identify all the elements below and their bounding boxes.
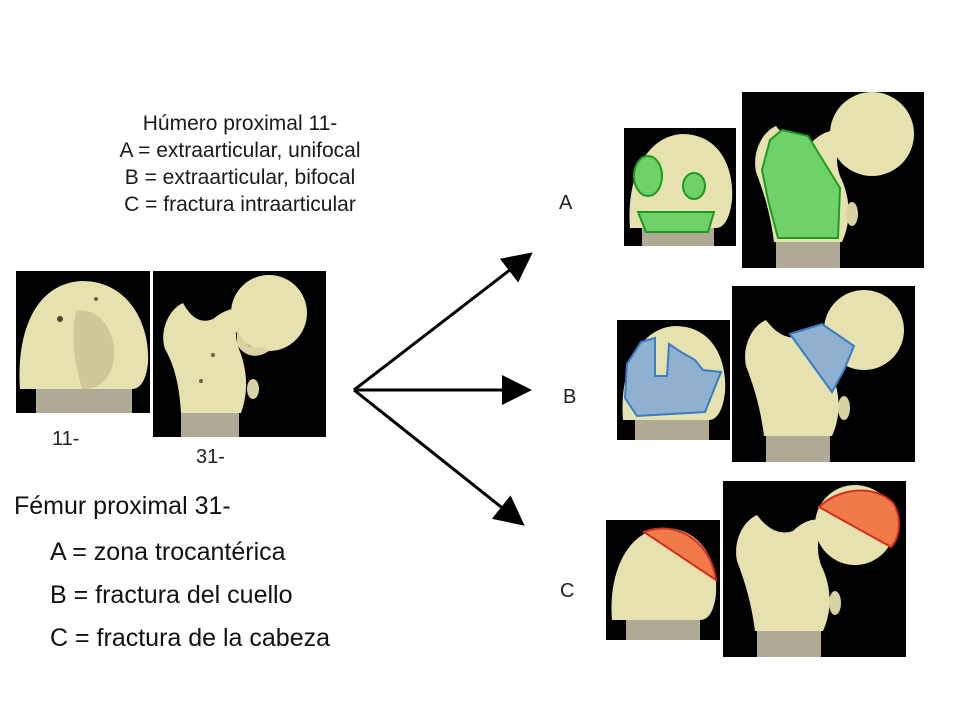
humerus-type-b-image [617, 320, 730, 440]
humerus-type-a-image [624, 128, 736, 246]
arrow-to-c [353, 388, 525, 526]
humerus-class-a: A = extraarticular, unifocal [119, 139, 361, 162]
humerus-code-label: 11- [52, 428, 80, 450]
femur-title: Fémur proximal 31- [14, 492, 231, 520]
humerus-title: Húmero proximal 11- [142, 112, 338, 135]
femur-code-label: 31- [196, 446, 225, 468]
femur-type-a-image [742, 92, 924, 268]
femur-type-c-image [723, 481, 906, 657]
femur-class-b: B = fractura del cuello [50, 581, 293, 609]
class-label-c: C [560, 580, 575, 602]
humerus-class-c: C = fractura intraarticular [124, 193, 356, 216]
femur-class-c: C = fractura de la cabeza [50, 624, 331, 652]
femur-type-b-image [732, 286, 915, 462]
class-label-a: A [559, 192, 573, 214]
humerus-class-b: B = extraarticular, bifocal [124, 166, 356, 189]
humerus-image [16, 271, 150, 413]
class-label-b: B [563, 386, 577, 408]
femur-class-a: A = zona trocantérica [50, 538, 286, 566]
femur-image [153, 271, 326, 437]
arrow-to-a [353, 252, 533, 392]
humerus-type-c-image [606, 520, 720, 640]
humerus-classification: Húmero proximal 11- A = extraarticular, … [60, 110, 420, 218]
